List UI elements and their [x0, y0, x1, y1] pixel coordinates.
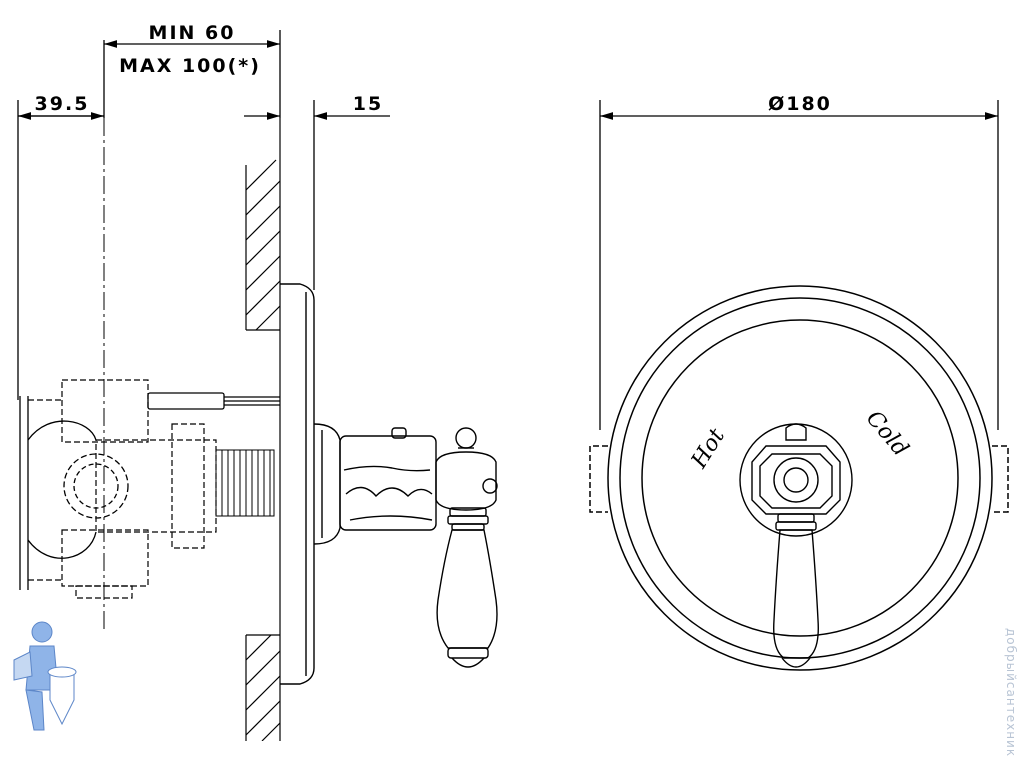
rod — [147, 392, 280, 410]
wall-plate-front — [589, 285, 1009, 671]
dimension-diameter: Ø180 — [768, 93, 832, 115]
dimension-lines-front — [599, 100, 999, 430]
watermark-text: добрыйсантехник — [1004, 628, 1018, 757]
spline — [215, 449, 275, 517]
dimension-lines-side — [17, 30, 390, 400]
label-cold: Cold — [861, 406, 913, 461]
wall-section — [245, 118, 281, 741]
valve-inlet — [19, 396, 129, 590]
handle-assembly-side — [313, 423, 498, 668]
technical-drawing: MIN 60 MAX 100(*) 39.5 15 — [13, 22, 1009, 741]
label-hot: Hot — [686, 424, 730, 473]
handle-front — [739, 423, 853, 668]
plumber-logo — [13, 621, 77, 731]
valve-body-hidden — [28, 379, 217, 599]
wall-plate-side — [280, 283, 315, 685]
dimension-plate-depth: 15 — [353, 93, 383, 115]
dimension-min: MIN 60 — [149, 22, 236, 44]
dimension-left-offset: 39.5 — [35, 93, 90, 115]
dimension-max: MAX 100(*) — [119, 55, 261, 77]
